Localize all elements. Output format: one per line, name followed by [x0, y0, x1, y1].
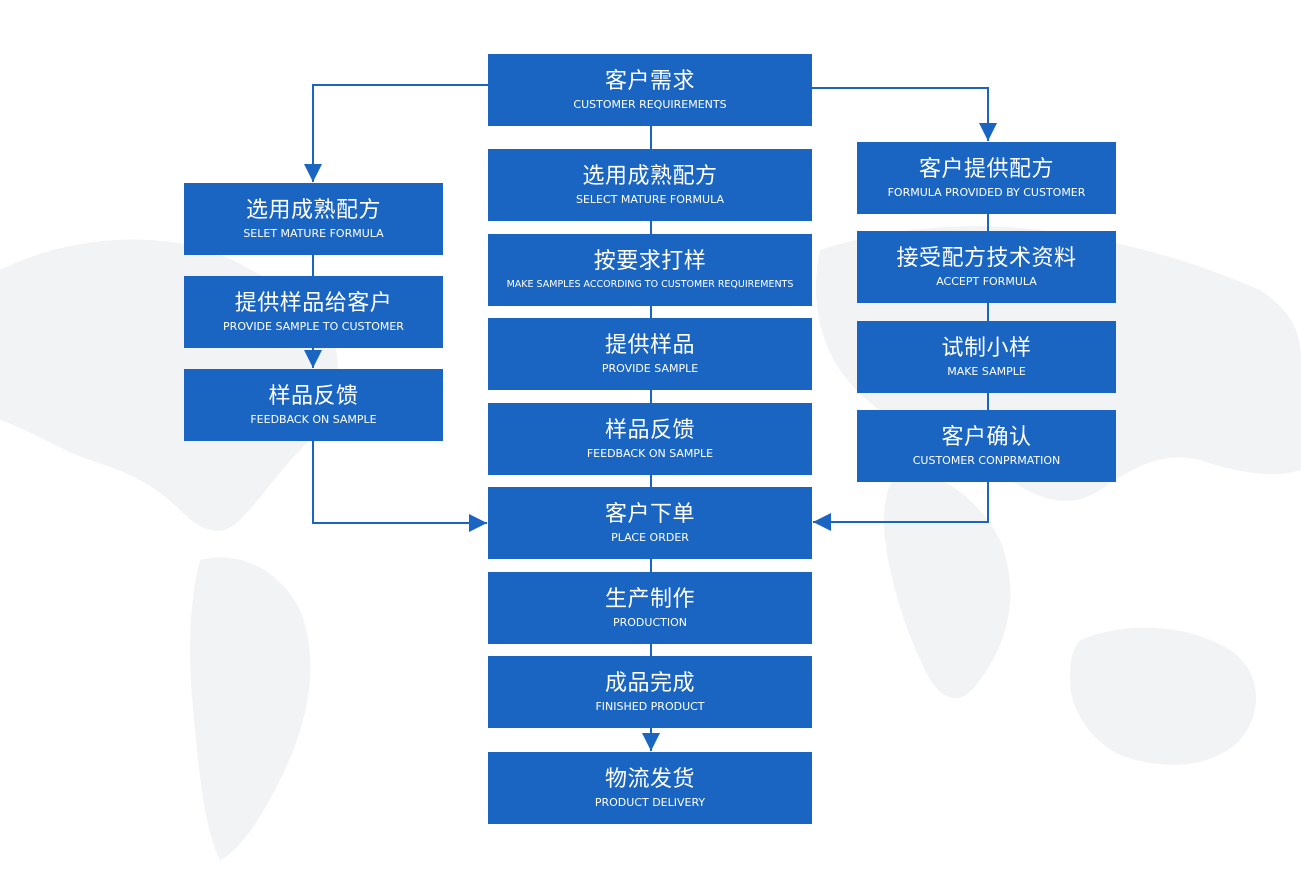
box-right-customer-confirmation: 客户确认 CUSTOMER CONPRMATION [857, 410, 1116, 482]
box-title-zh: 成品完成 [604, 670, 695, 696]
box-title-en: FEEDBACK ON SAMPLE [586, 446, 714, 460]
box-title-en: PRODUCT DELIVERY [594, 795, 706, 809]
box-provide-sample: 提供样品 PROVIDE SAMPLE [488, 318, 812, 390]
arrow-left-to-order [312, 441, 487, 532]
box-title-zh: 客户下单 [604, 501, 695, 527]
box-title-zh: 样品反馈 [604, 417, 695, 443]
box-title-en: CUSTOMER CONPRMATION [912, 453, 1061, 467]
box-title-zh: 选用成熟配方 [582, 163, 718, 189]
box-title-en: MAKE SAMPLES ACCORDING TO CUSTOMER REQUI… [506, 278, 794, 290]
box-title-en: FORMULA PROVIDED BY CUSTOMER [887, 185, 1086, 199]
box-feedback-on-sample: 样品反馈 FEEDBACK ON SAMPLE [488, 403, 812, 475]
box-title-en: SELECT MATURE FORMULA [575, 192, 724, 206]
box-title-en: PLACE ORDER [611, 530, 689, 544]
box-title-zh: 物流发货 [604, 766, 695, 792]
box-title-en: PRODUCTION [613, 615, 687, 629]
box-title-en: ACCEPT FORMULA [936, 274, 1037, 288]
box-production: 生产制作 PRODUCTION [488, 572, 812, 644]
box-left-mature-formula: 选用成熟配方 SELET MATURE FORMULA [184, 183, 443, 255]
box-title-zh: 样品反馈 [268, 383, 359, 409]
box-title-en: MAKE SAMPLE [947, 364, 1026, 378]
box-make-samples: 按要求打样 MAKE SAMPLES ACCORDING TO CUSTOMER… [488, 234, 812, 306]
box-finished-product: 成品完成 FINISHED PRODUCT [488, 656, 812, 728]
box-title-zh: 客户确认 [941, 424, 1032, 450]
box-title-en: PROVIDE SAMPLE [601, 361, 699, 375]
box-title-zh: 接受配方技术资料 [896, 245, 1077, 271]
box-title-zh: 按要求打样 [593, 248, 707, 274]
box-left-feedback: 样品反馈 FEEDBACK ON SAMPLE [184, 369, 443, 441]
box-left-provide-sample: 提供样品给客户 PROVIDE SAMPLE TO CUSTOMER [184, 276, 443, 348]
box-title-en: SELET MATURE FORMULA [243, 226, 384, 240]
box-right-formula-provided: 客户提供配方 FORMULA PROVIDED BY CUSTOMER [857, 142, 1116, 214]
box-customer-requirements: 客户需求 CUSTOMER REQUIREMENTS [488, 54, 812, 126]
box-right-make-sample: 试制小样 MAKE SAMPLE [857, 321, 1116, 393]
box-title-zh: 试制小样 [941, 335, 1032, 361]
box-title-zh: 客户需求 [604, 68, 695, 94]
box-title-en: FEEDBACK ON SAMPLE [250, 412, 377, 426]
box-title-zh: 客户提供配方 [918, 156, 1054, 182]
arrow-right-to-order [813, 482, 989, 531]
box-title-zh: 提供样品给客户 [234, 290, 393, 316]
box-select-mature-formula: 选用成熟配方 SELECT MATURE FORMULA [488, 149, 812, 221]
box-title-en: PROVIDE SAMPLE TO CUSTOMER [223, 319, 404, 333]
box-title-zh: 生产制作 [604, 586, 695, 612]
box-title-zh: 选用成熟配方 [245, 197, 381, 223]
box-right-accept-formula: 接受配方技术资料 ACCEPT FORMULA [857, 231, 1116, 303]
box-place-order: 客户下单 PLACE ORDER [488, 487, 812, 559]
box-title-en: CUSTOMER REQUIREMENTS [573, 97, 727, 111]
box-product-delivery: 物流发货 PRODUCT DELIVERY [488, 752, 812, 824]
box-title-en: FINISHED PRODUCT [595, 699, 705, 713]
box-title-zh: 提供样品 [604, 332, 695, 358]
arrow-to-right-branch [812, 87, 997, 141]
arrow-to-left-branch [304, 84, 488, 182]
